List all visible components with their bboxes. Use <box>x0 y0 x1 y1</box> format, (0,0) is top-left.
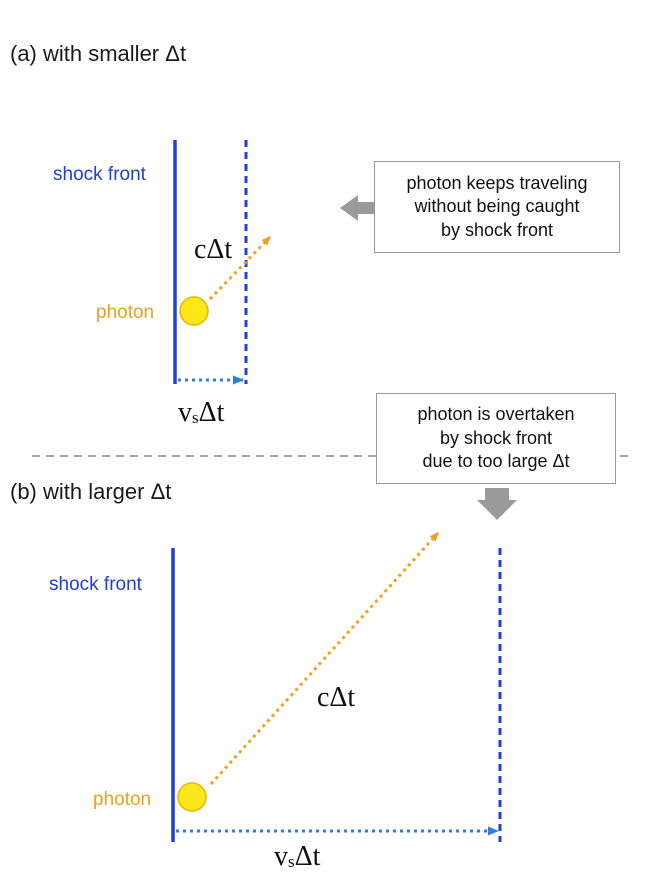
shock-distance-label-b: vsΔt <box>274 843 320 871</box>
note-box-b: photon is overtaken by shock front due t… <box>376 393 616 484</box>
note-b-line-3: due to too large Δt <box>422 451 570 472</box>
shock-distance-sub-a: s <box>192 408 199 427</box>
photon-circle-b <box>177 782 207 812</box>
panel-b-heading: (b) with larger Δt <box>10 479 172 504</box>
light-distance-label-a: cΔt <box>194 234 233 265</box>
note-a-line-3: by shock front <box>440 219 554 240</box>
light-distance-label-b: cΔt <box>317 682 356 713</box>
shock-distance-rest-a: Δt <box>198 397 225 428</box>
note-b-line-2: by shock front <box>439 427 553 448</box>
photon-label-b: photon <box>93 789 152 810</box>
panel-a-heading: (a) with smaller Δt <box>10 41 187 66</box>
shock-front-label-a: shock front <box>53 164 146 185</box>
note-b-line-1: photon is overtaken <box>417 404 575 425</box>
shock-distance-label-a: vsΔt <box>178 399 224 427</box>
light-travel-arrow-b <box>209 531 440 786</box>
callout-arrow-down <box>477 488 517 520</box>
shock-distance-rest-b: Δt <box>294 841 321 872</box>
shock-distance-v-b: v <box>274 841 288 872</box>
note-box-a: photon keeps traveling without being cau… <box>374 161 620 253</box>
photon-circle-a <box>179 296 209 326</box>
shock-distance-sub-b: s <box>288 852 295 871</box>
light-travel-arrow-a <box>208 235 272 301</box>
note-a-line-1: photon keeps traveling <box>406 172 588 193</box>
photon-label-a: photon <box>96 302 155 323</box>
callout-arrow-left <box>340 195 374 221</box>
note-a-line-2: without being caught <box>414 196 580 217</box>
shock-front-label-b: shock front <box>49 574 142 595</box>
shock-distance-v-a: v <box>178 397 192 428</box>
